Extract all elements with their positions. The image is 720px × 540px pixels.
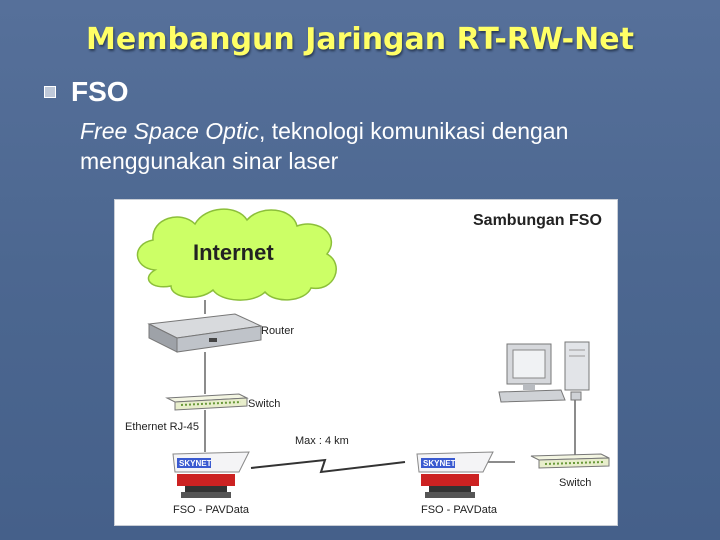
fso-connection-diagram: Sambungan FSO Internet Router Swi bbox=[114, 199, 618, 526]
switch-right-icon bbox=[530, 453, 610, 469]
fso-unit-right-icon bbox=[416, 451, 494, 498]
diagram-title: Sambungan FSO bbox=[473, 212, 602, 229]
bullet-square-icon bbox=[44, 86, 56, 98]
fso-unit-left-icon bbox=[172, 451, 250, 498]
bullet-item-fso: FSO bbox=[44, 76, 129, 108]
fso-right-label: FSO - PAVData bbox=[421, 504, 498, 516]
router-label: Router bbox=[261, 325, 294, 337]
router-icon bbox=[147, 313, 263, 353]
switch-left-label: Switch bbox=[248, 398, 280, 410]
fso-left-label: FSO - PAVData bbox=[173, 504, 250, 516]
cloud-label: Internet bbox=[193, 240, 274, 265]
description-text: Free Space Optic, teknologi komunikasi d… bbox=[80, 116, 700, 176]
switch-right-label: Switch bbox=[559, 477, 591, 489]
diagram-canvas: Sambungan FSO Internet Router Swi bbox=[125, 208, 610, 516]
internet-cloud-icon bbox=[136, 208, 337, 301]
ethernet-label: Ethernet RJ-45 bbox=[125, 421, 199, 433]
distance-label: Max : 4 km bbox=[295, 435, 349, 447]
description-italic: Free Space Optic bbox=[80, 118, 259, 144]
fso-right-logo: SKYNET bbox=[423, 459, 456, 468]
switch-left-icon bbox=[165, 393, 249, 411]
description-rest: , teknologi komunikasi dengan menggunaka… bbox=[80, 118, 569, 174]
computer-icon bbox=[498, 341, 590, 403]
slide-title: Membangun Jaringan RT-RW-Net bbox=[86, 22, 634, 57]
fso-left-logo: SKYNET bbox=[179, 459, 212, 468]
bullet-text: FSO bbox=[71, 76, 129, 107]
laser-beam-line bbox=[250, 458, 406, 474]
